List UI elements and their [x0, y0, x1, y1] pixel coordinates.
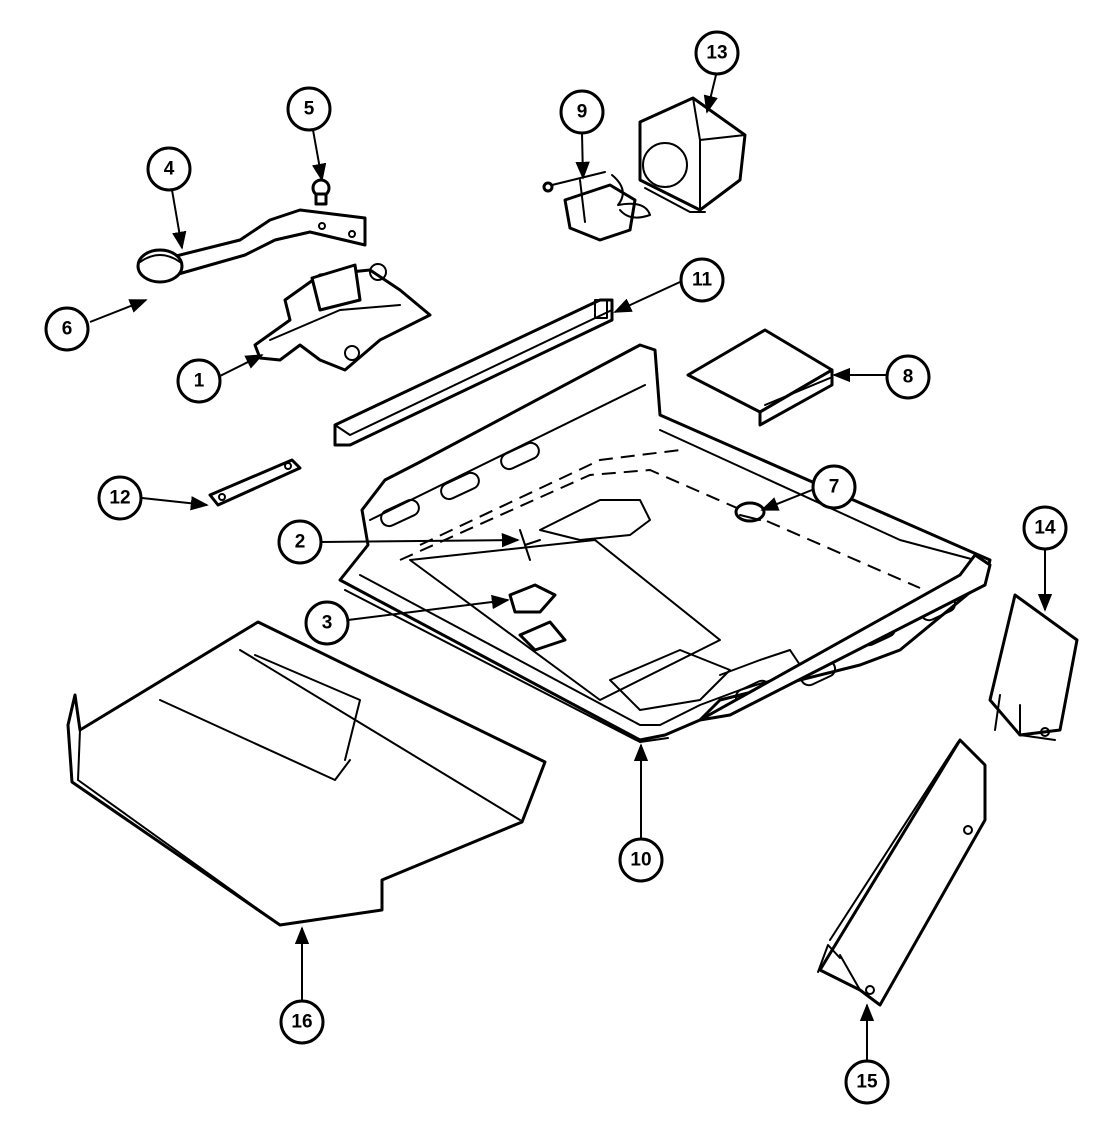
svg-text:3: 3 [322, 613, 333, 634]
svg-text:15: 15 [856, 1072, 878, 1093]
part-screw [311, 178, 331, 206]
svg-text:2: 2 [295, 532, 306, 553]
part-sensor [734, 501, 766, 523]
svg-text:14: 14 [1034, 518, 1056, 539]
part-fan-housing [638, 96, 747, 213]
callout-13: 13 [694, 30, 740, 76]
svg-text:12: 12 [109, 488, 130, 509]
part-small-bracket [208, 458, 302, 507]
callout-4: 4 [146, 146, 192, 192]
part-switch [508, 583, 567, 652]
part-fan-motor [542, 171, 651, 242]
part-wire-clip [519, 529, 541, 561]
callout-7: 7 [811, 464, 857, 510]
svg-text:11: 11 [692, 270, 713, 291]
callout-2: 2 [277, 519, 323, 565]
callout-15: 15 [844, 1059, 890, 1105]
part-latch-assembly [253, 263, 432, 372]
svg-text:6: 6 [62, 319, 73, 340]
callout-1: 1 [176, 358, 222, 404]
leader-lines [89, 74, 1053, 1060]
svg-text:13: 13 [706, 43, 727, 64]
callout-5: 5 [286, 86, 332, 132]
part-rail [817, 738, 987, 1007]
callout-10: 10 [618, 837, 664, 883]
callout-6: 6 [44, 306, 90, 352]
part-rear-bracket [333, 298, 614, 447]
svg-text:7: 7 [829, 477, 840, 498]
svg-text:9: 9 [577, 102, 588, 123]
callout-14: 14 [1022, 505, 1068, 551]
part-latch-arm [158, 208, 367, 277]
part-drip-tray [66, 620, 547, 927]
svg-text:1: 1 [194, 371, 205, 392]
callout-12: 12 [97, 475, 143, 521]
callout-9: 9 [559, 89, 605, 135]
svg-text:10: 10 [630, 850, 651, 871]
svg-text:8: 8 [903, 367, 914, 388]
part-knob-top [139, 254, 181, 263]
callout-8: 8 [885, 354, 931, 400]
svg-text:4: 4 [164, 159, 175, 180]
part-shield [988, 593, 1079, 741]
callout-16: 16 [279, 999, 325, 1045]
callout-11: 11 [679, 257, 725, 303]
part-control-board [686, 328, 834, 427]
callout-3: 3 [304, 600, 350, 646]
svg-text:5: 5 [304, 99, 315, 120]
part-base-frame [338, 343, 992, 743]
svg-text:16: 16 [291, 1012, 312, 1033]
